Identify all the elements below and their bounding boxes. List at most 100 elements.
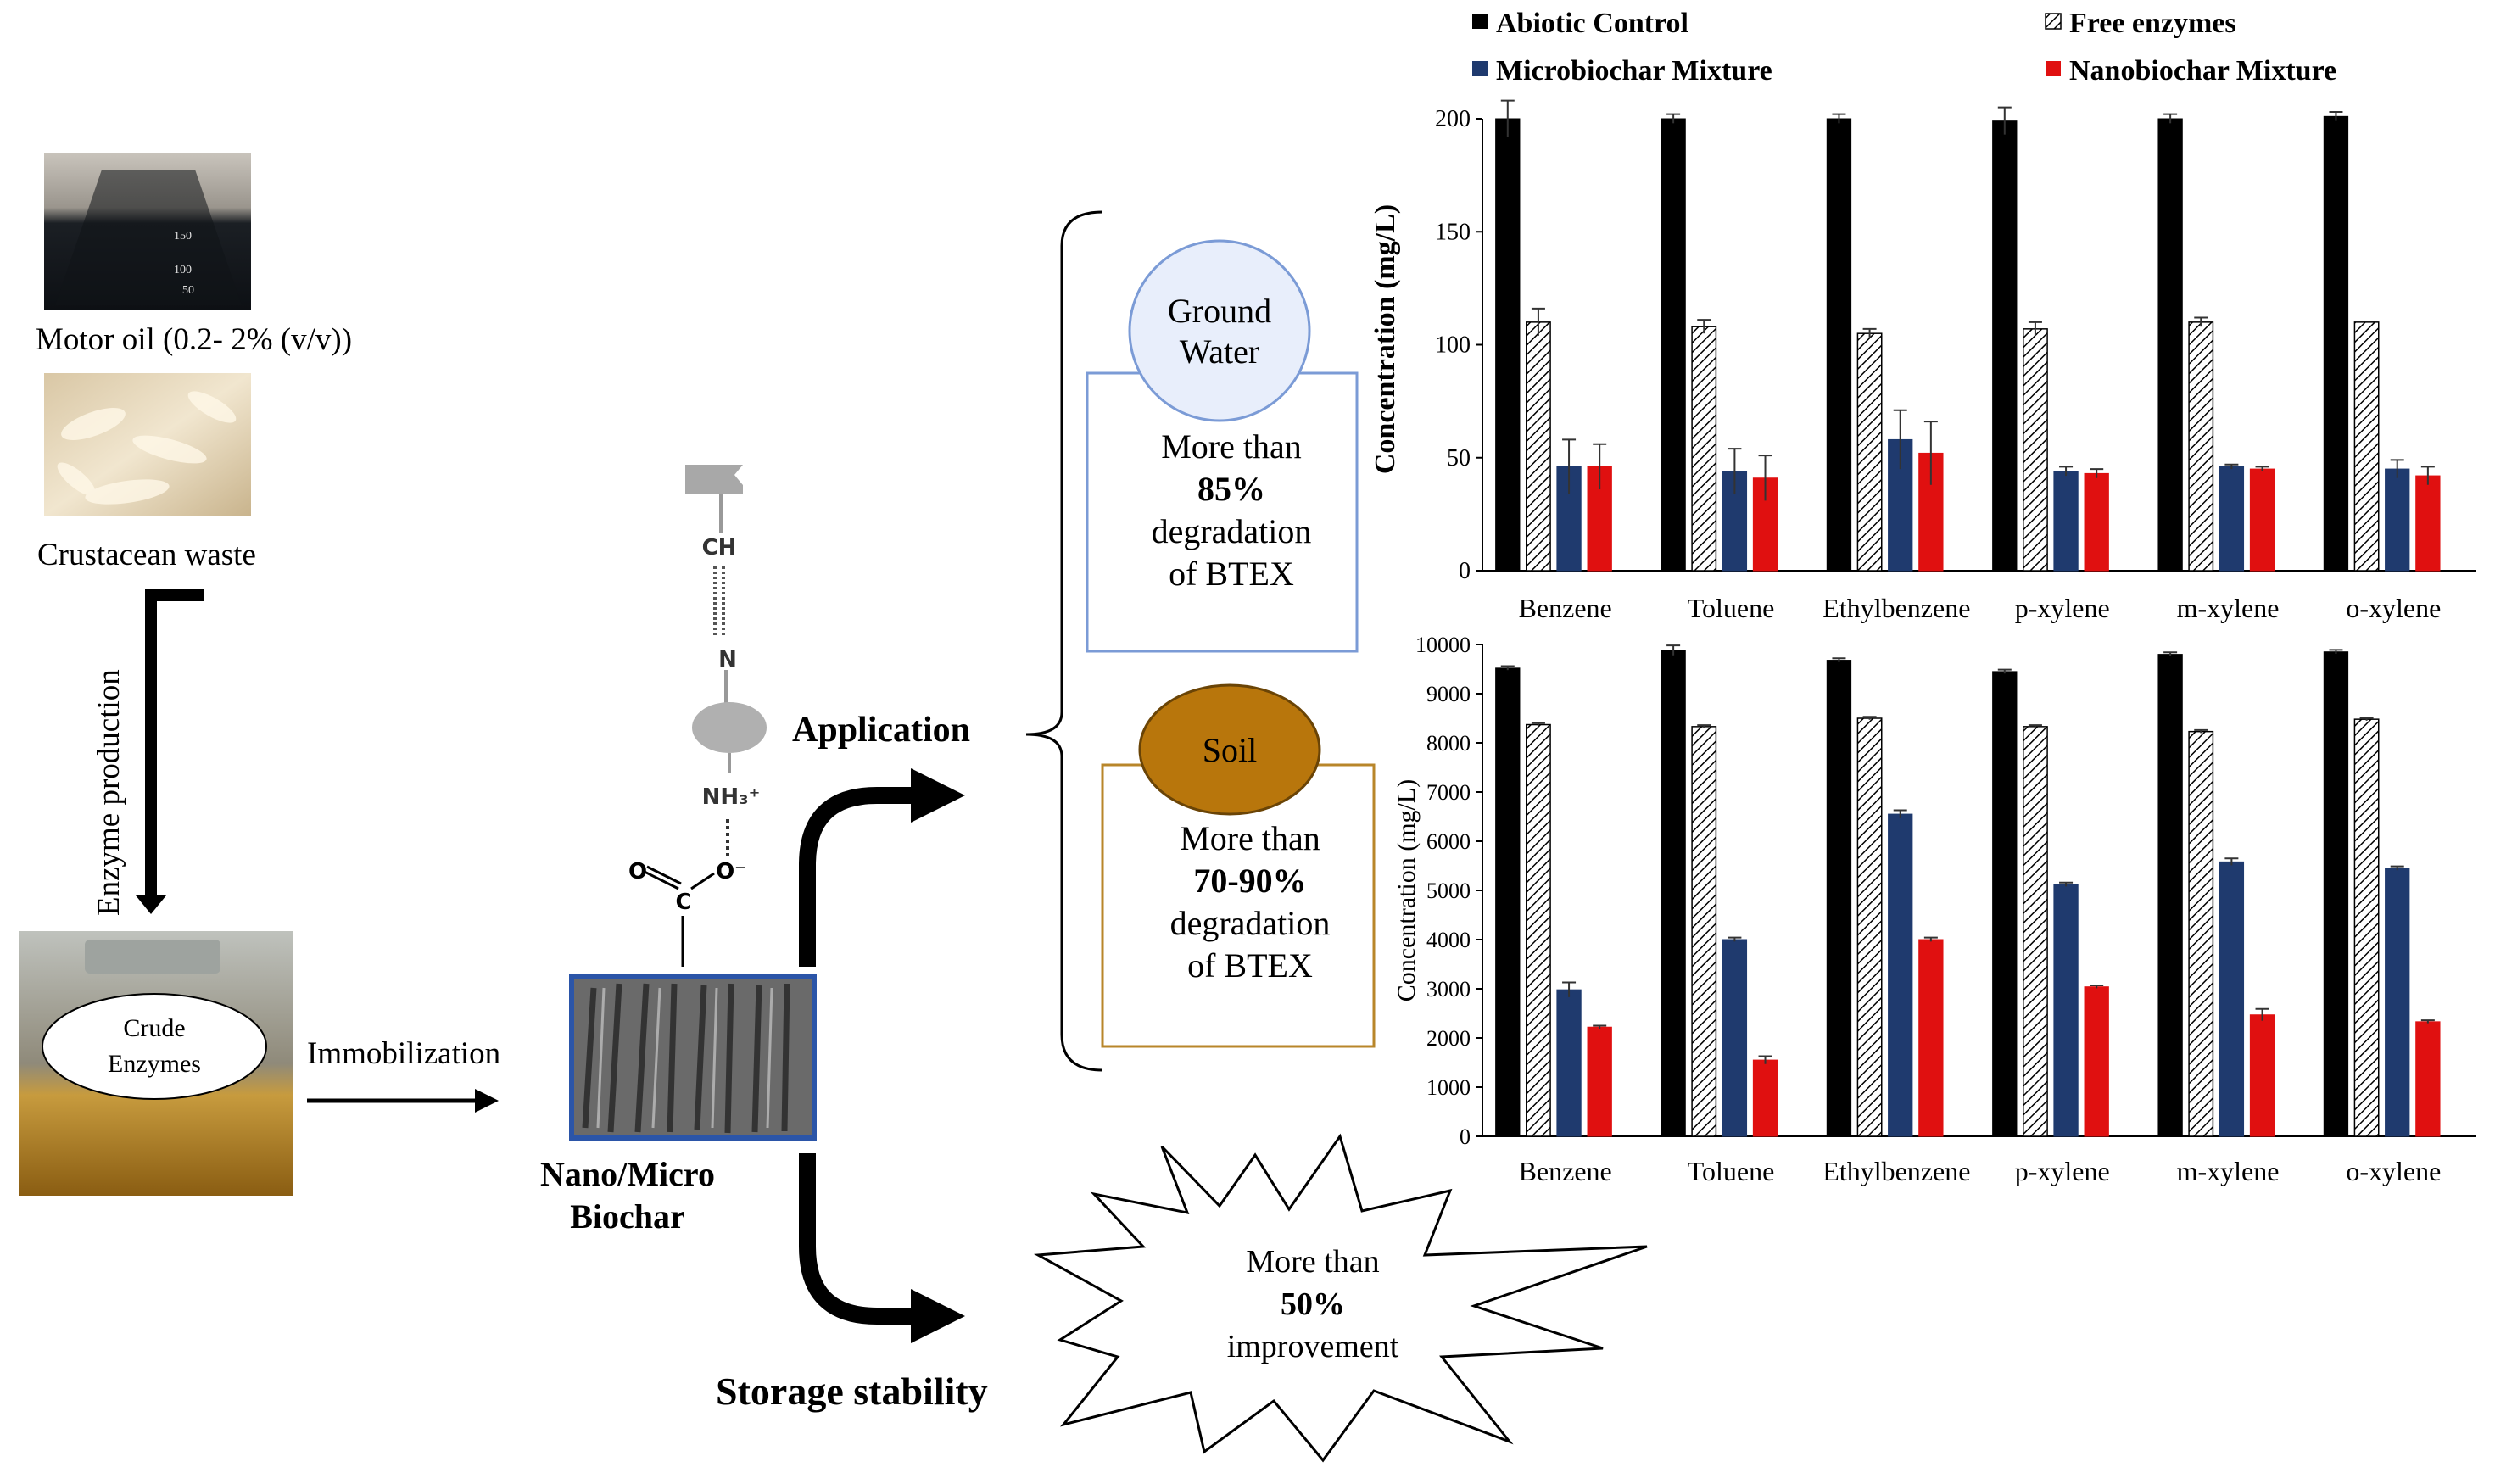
chart1-bar-abiotic-4 [2157,118,2183,572]
chart2-bar-free-1 [1691,726,1717,1137]
molecule-structure [644,465,767,967]
chart2-y-tick-label: 5000 [1426,879,1471,903]
application-brace [1025,210,1103,1072]
chart2-y-tick-label: 6000 [1426,829,1471,854]
burst-text2: 50% [1281,1286,1345,1322]
chart1-bar-free-0 [1526,321,1551,572]
chart2-y-tick-label: 4000 [1426,928,1471,952]
chart1-bar-free-5 [2353,321,2380,572]
chart2-bar-free-5 [2353,718,2380,1137]
chart2-bar-micro-2 [1888,813,1913,1137]
chart1-y-tick-label: 200 [1435,106,1471,132]
ground-water-circle-line1: Ground [1168,292,1271,330]
burst-text1: More than [1246,1244,1379,1280]
chart1-bar-abiotic-3 [1992,120,2018,572]
crude-label: Crude [123,1014,185,1042]
chart1-bar-nano-4 [2249,468,2275,572]
chart2-y-tick-label: 1000 [1426,1075,1471,1100]
chart2-y-tick-label: 8000 [1426,731,1471,756]
chart2-bar-micro-1 [1722,939,1748,1137]
legend-swatch-abiotic [1472,14,1488,29]
legend-abiotic: Abiotic Control [1496,8,1688,39]
molecule-o1: O [628,859,647,884]
molecule-ch: CH [702,535,737,561]
chart2-y-tick-label: 7000 [1426,780,1471,805]
chart1-category-label: o-xylene [2346,593,2441,623]
chart2-y-tick-label: 3000 [1426,977,1471,1001]
legend-free: Free enzymes [2069,8,2236,39]
legend-swatch-free [2045,13,2062,30]
chart2-bar-abiotic-1 [1661,650,1686,1137]
ground-water-text2: 85% [1197,470,1265,508]
motor-oil-label: Motor oil (0.2- 2% (v/v)) [36,322,352,357]
chart1-y-tick-label: 50 [1447,445,1471,471]
chart1-category-label: m-xylene [2177,593,2280,623]
chart2-bar-nano-5 [2415,1021,2441,1137]
soil-text1: More than [1180,819,1320,857]
chart2-bar-nano-0 [1587,1026,1612,1137]
ground-water-panel [1086,239,1359,653]
molecule-o2: O⁻ [716,859,746,884]
chart1-category-label: Toluene [1688,593,1775,623]
legend-micro: Microbiochar Mixture [1496,55,1772,86]
ground-water-circle-line2: Water [1180,332,1260,371]
enzyme-production-arrow [136,589,204,914]
chart1-y-tick-label: 0 [1459,558,1471,584]
chart1-category-label: Benzene [1519,593,1612,623]
chart1-bar-abiotic-0 [1495,118,1521,572]
chart1-bar-abiotic-2 [1826,118,1852,572]
chart2-bar-nano-1 [1752,1059,1778,1137]
chart2-bar-micro-5 [2385,868,2410,1137]
chart1-bar-nano-3 [2084,472,2109,572]
chart2-y-tick-label: 0 [1460,1124,1471,1149]
immobilization-arrow [307,1089,499,1113]
chart1-category-label: Ethylbenzene [1822,593,1970,623]
chart2-y-tick-label: 2000 [1426,1026,1471,1051]
chart-legend: Abiotic Control Free enzymes Microbiocha… [1472,8,2336,86]
legend-nano: Nanobiochar Mixture [2069,55,2336,86]
motor-oil-photo: 150 100 50 [44,153,251,310]
chart2-y-axis-label: Concentration (mg/L) [1393,779,1421,1001]
application-arrow [799,768,965,967]
soil-panel [1101,683,1376,1048]
application-label: Application [792,711,970,750]
chart2-bar-abiotic-0 [1495,667,1521,1137]
legend-swatch-nano [2046,61,2061,76]
chart2-bar-free-4 [2188,730,2214,1137]
biochar-label-line1: Nano/Micro [540,1155,715,1193]
chart1-y-tick-label: 100 [1435,332,1471,359]
chart1-y-axis-label: Concentration (mg/L) [1370,204,1401,474]
soil-text3: degradation [1170,904,1331,942]
crustacean-waste-photo [44,373,251,516]
enzyme-production-label: Enzyme production [92,669,126,916]
lower-bar-chart: 0100020003000400050006000700080009000100… [1393,633,2476,1186]
burst-text3: improvement [1227,1329,1399,1364]
chart2-category-label: Toluene [1688,1156,1775,1186]
chart2-bar-micro-0 [1556,989,1582,1137]
biochar-label-line2: Biochar [570,1197,685,1236]
storage-arrow [799,1153,965,1343]
crustacean-waste-label: Crustacean waste [37,538,256,572]
chart1-bar-free-3 [2023,328,2048,572]
chart2-bar-micro-3 [2053,884,2079,1137]
immobilization-label: Immobilization [307,1036,500,1071]
storage-stability-label: Storage stability [716,1370,988,1413]
chart1-category-label: p-xylene [2015,593,2110,623]
chart2-bar-abiotic-3 [1992,671,2018,1137]
chart2-bar-nano-3 [2084,986,2109,1137]
molecule-nh3: NH₃⁺ [702,784,761,810]
chart2-bar-micro-4 [2219,861,2245,1137]
ground-water-text1: More than [1161,427,1302,466]
flask-mark-50: 50 [182,284,194,297]
chart1-bar-abiotic-1 [1661,118,1686,572]
chart2-bar-free-0 [1526,723,1551,1137]
chart1-bar-abiotic-5 [2323,115,2349,572]
chart1-y-tick-label: 150 [1435,219,1471,245]
chart1-bar-free-2 [1856,332,1883,572]
chart1-bar-nano-5 [2415,475,2441,572]
chart2-category-label: o-xylene [2346,1156,2441,1186]
chart2-category-label: p-xylene [2015,1156,2110,1186]
crude-enzymes-photo [19,931,293,1196]
